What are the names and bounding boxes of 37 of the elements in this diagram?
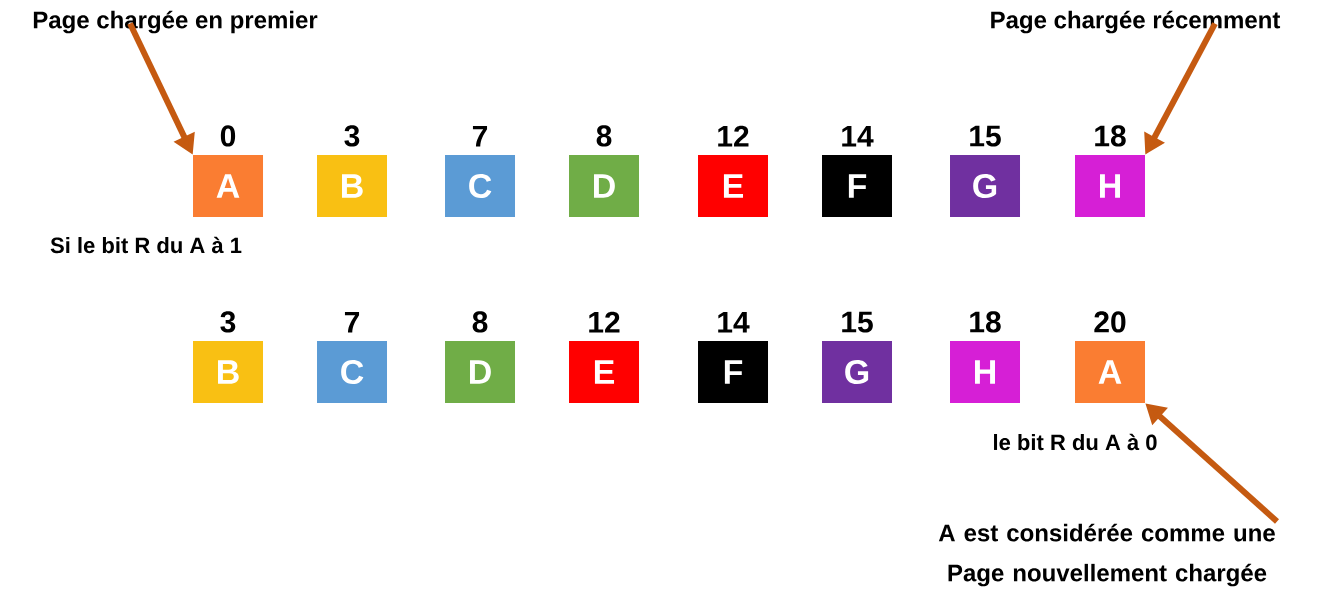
page-box: A — [193, 155, 263, 217]
callout-text: Page chargée récemment — [991, 10, 1281, 34]
number-label: 14 — [718, 311, 750, 333]
page-box: D — [445, 341, 515, 403]
note-text: le bit R du A à 0 — [994, 433, 1157, 451]
number-label: 15 — [970, 125, 1001, 147]
number-label: 15 — [842, 311, 873, 333]
number-label: 12 — [718, 125, 749, 147]
page-box: E — [569, 341, 639, 403]
page-box: G — [822, 341, 892, 403]
page-box: D — [569, 155, 639, 217]
page-box: E — [698, 155, 768, 217]
number-label: 0 — [220, 125, 236, 147]
number-label: 14 — [842, 125, 874, 147]
page-box: C — [317, 341, 387, 403]
page-box: B — [317, 155, 387, 217]
callout-text: A est considérée comme une Page nouvellement chargée — [938, 523, 1275, 587]
note-text: Si le bit R du A à 1 — [50, 236, 242, 254]
page-box: H — [950, 341, 1020, 403]
page-box: F — [822, 155, 892, 217]
number-label: 7 — [344, 311, 360, 333]
number-label: 8 — [472, 311, 488, 333]
page-box: F — [698, 341, 768, 403]
number-label: 12 — [589, 311, 620, 333]
number-label: 8 — [596, 125, 612, 147]
number-label: 18 — [970, 311, 1001, 333]
page-box: G — [950, 155, 1020, 217]
page-box: C — [445, 155, 515, 217]
number-label: 3 — [220, 311, 236, 333]
page-box: B — [193, 341, 263, 403]
number-label: 7 — [472, 125, 488, 147]
callout-text: Page chargée en premier — [33, 10, 318, 34]
page-box: H — [1075, 155, 1145, 217]
number-label: 3 — [344, 125, 360, 147]
number-label: 20 — [1094, 311, 1126, 333]
page-box: A — [1075, 341, 1145, 403]
number-label: 18 — [1095, 125, 1126, 147]
